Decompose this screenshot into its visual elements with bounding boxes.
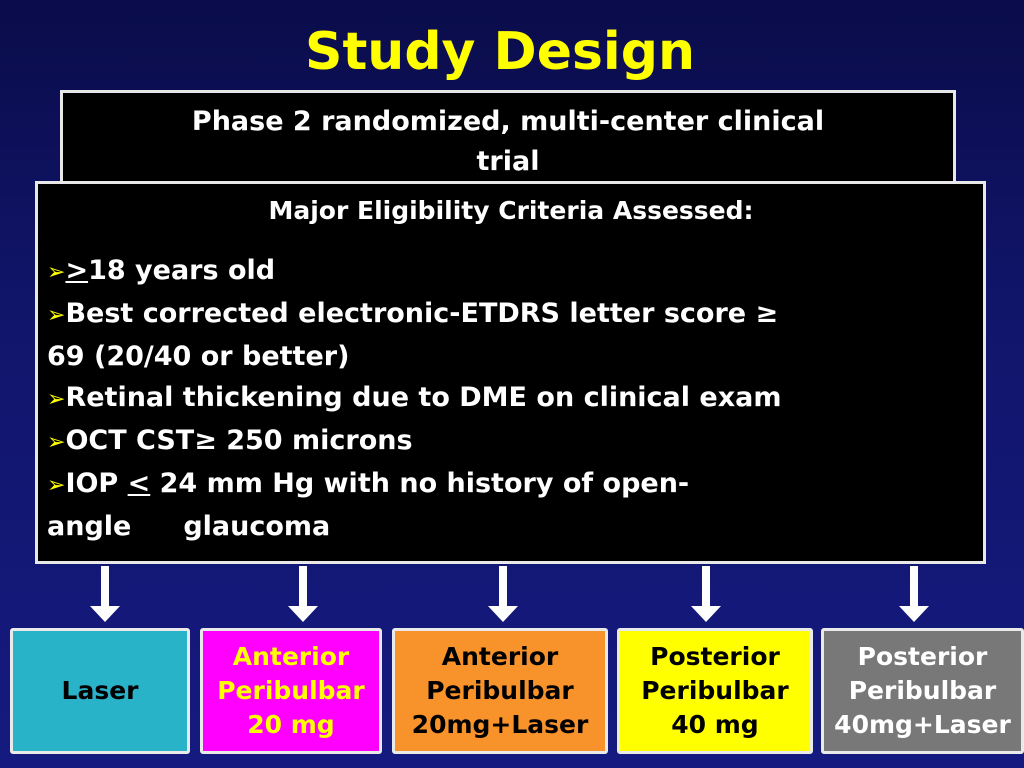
criteria-text-continued: glaucoma xyxy=(183,511,331,542)
arm-label-line: Peribulbar xyxy=(848,676,997,705)
criteria-text: 24 mm Hg with no history of open- xyxy=(150,468,690,499)
arm-label-line: 40 mg xyxy=(671,710,759,739)
arm-box-anterior-20mg-laser: Anterior Peribulbar 20mg+Laser xyxy=(392,628,608,754)
criteria-item-retinal-thickening: ➢Retinal thickening due to DME on clinic… xyxy=(47,377,975,420)
criteria-text: Retinal thickening due to DME on clinica… xyxy=(65,382,782,413)
down-arrow-icon xyxy=(899,566,929,622)
arm-box-posterior-40mg: Posterior Peribulbar 40 mg xyxy=(617,628,813,754)
arm-label-line: Peribulbar xyxy=(641,676,789,705)
criteria-item-oct-cst: ➢OCT CST≥ 250 microns xyxy=(47,420,975,463)
arm-box-anterior-20mg: Anterior Peribulbar 20 mg xyxy=(200,628,382,754)
criteria-text-continued: angle xyxy=(47,511,132,542)
arm-label-line: 20mg+Laser xyxy=(411,710,589,739)
trial-description-line-1: Phase 2 randomized, multi-center clinica… xyxy=(191,106,825,137)
arrow-bullet-icon: ➢ xyxy=(47,473,66,498)
arm-label-line: Anterior xyxy=(441,642,559,671)
criteria-text: OCT CST≥ 250 microns xyxy=(65,425,413,456)
arm-label-line: Anterior xyxy=(232,642,350,671)
trial-description-line-2: trial xyxy=(476,146,540,177)
criteria-list: ➢>18 years old ➢Best corrected electroni… xyxy=(47,250,975,547)
greater-or-equal-symbol: > xyxy=(65,255,89,286)
down-arrow-icon xyxy=(691,566,721,622)
criteria-heading: Major Eligibility Criteria Assessed: xyxy=(268,196,754,225)
criteria-text: Best corrected electronic-ETDRS letter s… xyxy=(65,298,779,329)
arm-label-line: Peribulbar xyxy=(217,676,365,705)
arrow-bullet-icon: ➢ xyxy=(47,387,66,412)
less-or-equal-symbol: < xyxy=(127,468,151,499)
criteria-item-age: ➢>18 years old xyxy=(47,250,975,293)
trial-description-box: Phase 2 randomized, multi-center clinica… xyxy=(60,90,956,190)
arm-label-line: Peribulbar xyxy=(426,676,574,705)
arm-label-line: 40mg+Laser xyxy=(834,710,1011,739)
criteria-text: IOP xyxy=(65,468,128,499)
criteria-text: 18 years old xyxy=(88,255,276,286)
criteria-text-continued: 69 (20/40 or better) xyxy=(47,341,350,372)
arm-box-posterior-40mg-laser: Posterior Peribulbar 40mg+Laser xyxy=(821,628,1024,754)
criteria-item-letter-score: ➢Best corrected electronic-ETDRS letter … xyxy=(47,293,975,377)
arm-label-line: 20 mg xyxy=(247,710,335,739)
arrow-bullet-icon: ➢ xyxy=(47,260,66,285)
down-arrow-icon xyxy=(488,566,518,622)
arrow-bullet-icon: ➢ xyxy=(47,430,66,455)
arm-label-line: Posterior xyxy=(650,642,780,671)
slide-title: Study Design xyxy=(305,22,695,82)
arm-label-line: Posterior xyxy=(857,642,988,671)
arm-box-laser: Laser xyxy=(10,628,190,754)
eligibility-criteria-box: Major Eligibility Criteria Assessed: ➢>1… xyxy=(35,181,986,564)
criteria-item-iop: ➢IOP < 24 mm Hg with no history of open-… xyxy=(47,463,975,547)
down-arrow-icon xyxy=(90,566,120,622)
arrow-bullet-icon: ➢ xyxy=(47,303,66,328)
arm-label-line: Laser xyxy=(61,676,139,705)
down-arrow-icon xyxy=(288,566,318,622)
